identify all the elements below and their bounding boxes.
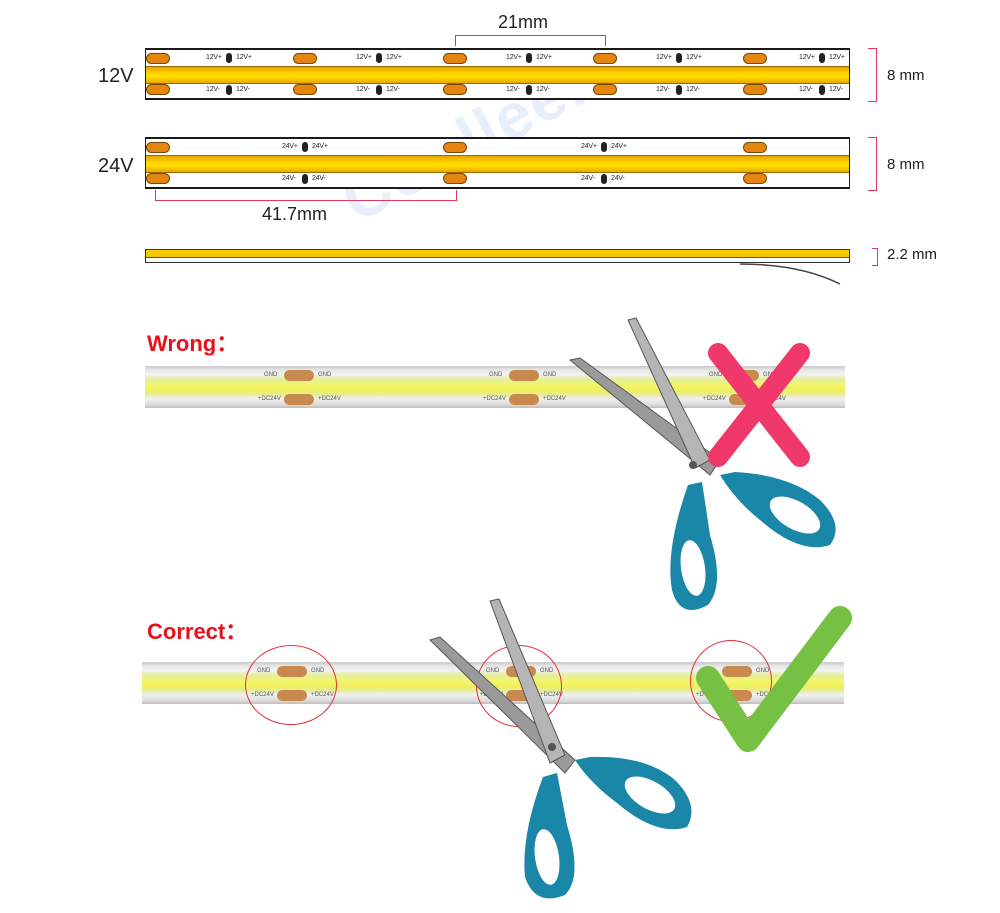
width-bracket-24v	[868, 137, 877, 191]
thickness-label: 2.2 mm	[887, 246, 938, 263]
solder-pad	[443, 84, 467, 95]
pad-text: +DC24V	[258, 396, 281, 402]
cut-spacing-bracket-24v	[155, 190, 457, 201]
pad-label: 12V+	[236, 54, 252, 61]
solder-pad	[443, 53, 467, 64]
solder-pad	[443, 142, 467, 153]
pad-label: 12V-	[506, 86, 520, 93]
pad-text: GND	[709, 372, 723, 378]
pad-label: 12V-	[236, 86, 250, 93]
pad-text: GND	[318, 372, 332, 378]
voltage-label-24v: 24V	[98, 155, 134, 177]
resistor-chip	[676, 85, 682, 95]
pad-label: 12V-	[829, 86, 843, 93]
solder-pad	[593, 84, 617, 95]
pad-text: +DC24V	[483, 396, 506, 402]
resistor-chip	[376, 53, 382, 63]
led-band	[146, 66, 849, 84]
side-profile-led-layer	[146, 250, 849, 258]
pad-label: 12V+	[536, 54, 552, 61]
thickness-bracket	[872, 248, 878, 266]
resistor-chip	[601, 174, 607, 184]
pad-label: 24V+	[581, 143, 597, 150]
scissors-icon-wrong	[568, 317, 836, 610]
pad-label: 12V+	[206, 54, 222, 61]
pad-label: 24V-	[282, 175, 296, 182]
pad-text: GND	[489, 372, 503, 378]
side-profile-strip	[145, 249, 850, 263]
side-profile-wire	[740, 263, 841, 285]
resistor-chip	[226, 53, 232, 63]
pad-label: 12V-	[799, 86, 813, 93]
resistor-chip	[376, 85, 382, 95]
led-strip-12v	[145, 48, 850, 100]
led-strip-24v	[145, 137, 850, 189]
solder-pad	[146, 84, 170, 95]
resistor-chip	[819, 85, 825, 95]
correct-heading: Correct：	[147, 619, 248, 644]
pad-label: 12V+	[799, 54, 815, 61]
pad-text: +DC24V	[318, 396, 341, 402]
resistor-chip	[526, 53, 532, 63]
wrong-heading: Wrong：	[147, 331, 239, 356]
pad-label: 12V-	[356, 86, 370, 93]
pad-text: +DC24V	[543, 396, 566, 402]
solder-pad	[443, 173, 467, 184]
solder-pad	[743, 53, 767, 64]
voltage-label-12v: 12V	[98, 65, 134, 87]
pad-text: GND	[763, 372, 777, 378]
pad-label: 12V-	[386, 86, 400, 93]
pad-label: 12V-	[686, 86, 700, 93]
resistor-chip	[226, 85, 232, 95]
pad-label: 24V-	[611, 175, 625, 182]
photo-solder-pad	[509, 370, 539, 381]
solder-pad	[293, 53, 317, 64]
pad-label: 24V+	[312, 143, 328, 150]
solder-pad	[743, 142, 767, 153]
photo-solder-pad	[284, 370, 314, 381]
pad-label: 24V-	[312, 175, 326, 182]
pad-label: 12V+	[356, 54, 372, 61]
pad-label: 24V+	[282, 143, 298, 150]
resistor-chip	[302, 142, 308, 152]
resistor-chip	[676, 53, 682, 63]
correct-check-icon	[696, 606, 852, 752]
pad-label: 12V+	[386, 54, 402, 61]
solder-pad	[146, 142, 170, 153]
pad-label: 12V-	[536, 86, 550, 93]
cut-point-circle-1	[245, 645, 337, 725]
pad-label: 12V-	[656, 86, 670, 93]
pad-label: 12V+	[506, 54, 522, 61]
width-label-12v: 8 mm	[887, 67, 925, 84]
solder-pad	[293, 84, 317, 95]
width-label-24v: 8 mm	[887, 156, 925, 173]
pad-label: 12V+	[829, 54, 845, 61]
cut-spacing-label-24v: 41.7mm	[262, 204, 328, 224]
pad-label: 12V+	[656, 54, 672, 61]
photo-solder-pad	[509, 394, 539, 405]
width-bracket-12v	[868, 48, 877, 102]
wrong-x-icon	[708, 343, 810, 467]
solder-pad	[743, 173, 767, 184]
photo-solder-pad	[284, 394, 314, 405]
pad-text: GND	[543, 372, 557, 378]
pad-label: 24V-	[581, 175, 595, 182]
resistor-chip	[819, 53, 825, 63]
pad-label: 12V-	[206, 86, 220, 93]
solder-pad	[146, 53, 170, 64]
cut-spacing-label-12v: 21mm	[498, 12, 549, 32]
pad-label: 24V+	[611, 143, 627, 150]
solder-pad	[146, 173, 170, 184]
resistor-chip	[526, 85, 532, 95]
solder-pad	[743, 84, 767, 95]
pad-label: 12V+	[686, 54, 702, 61]
resistor-chip	[302, 174, 308, 184]
pad-text: +DC24V	[703, 396, 726, 402]
scissors-icon-correct	[429, 598, 692, 899]
solder-pad	[593, 53, 617, 64]
cut-spacing-bracket-12v	[455, 35, 606, 46]
pad-text: GND	[264, 372, 278, 378]
resistor-chip	[601, 142, 607, 152]
led-band	[146, 155, 849, 173]
